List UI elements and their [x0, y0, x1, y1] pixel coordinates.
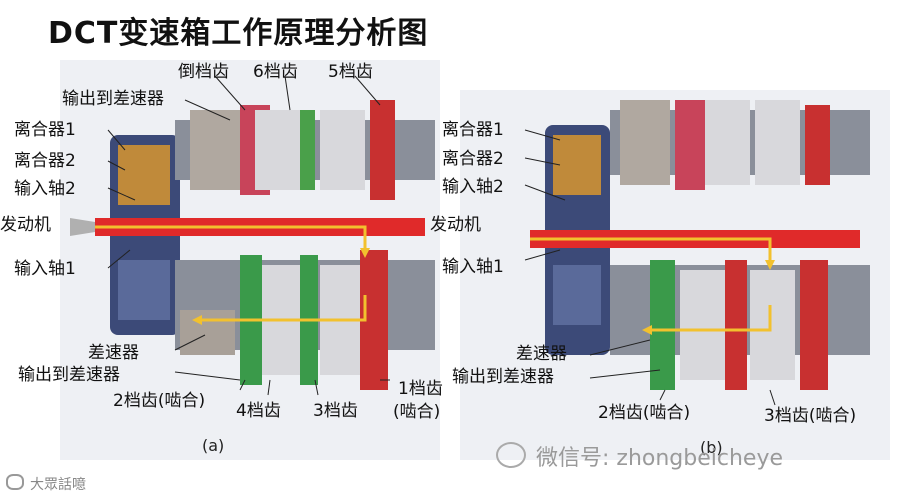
label-gear5-a: 5档齿: [328, 63, 373, 81]
label-input1-b: 输入轴1: [442, 258, 504, 276]
label-gear3-b: 3档齿(啮合): [764, 407, 856, 425]
label-gear2-b: 2档齿(啮合): [598, 404, 690, 422]
label-differential-b: 差速器: [516, 345, 567, 363]
site-logo-icon: [6, 474, 24, 490]
label-clutch1-a: 离合器1: [14, 121, 76, 139]
label-input2-b: 输入轴2: [442, 178, 504, 196]
label-gear2-a: 2档齿(啮合): [113, 392, 205, 410]
label-engine-a: 发动机: [0, 216, 51, 234]
label-reverse-gear-a: 倒档齿: [178, 63, 229, 81]
label-engine-b: 发动机: [430, 216, 481, 234]
label-input1-a: 输入轴1: [14, 260, 76, 278]
wechat-icon: [496, 442, 526, 468]
label-clutch2-b: 离合器2: [442, 150, 504, 168]
label-output-top-a: 输出到差速器: [62, 90, 164, 108]
label-output-bottom-b: 输出到差速器: [452, 368, 554, 386]
label-gear1-a: 1档齿: [398, 380, 443, 398]
label-differential-a: 差速器: [88, 344, 139, 362]
label-input2-a: 输入轴2: [14, 180, 76, 198]
page-title: DCT变速箱工作原理分析图: [48, 8, 428, 52]
label-output-bottom-a: 输出到差速器: [18, 366, 120, 384]
label-clutch2-a: 离合器2: [14, 152, 76, 170]
label-gear3-a: 3档齿: [313, 402, 358, 420]
label-gear4-a: 4档齿: [236, 402, 281, 420]
label-gear1-engaged-a: (啮合): [393, 403, 440, 421]
label-clutch1-b: 离合器1: [442, 121, 504, 139]
wechat-watermark: 微信号: zhongbeicheye: [536, 440, 783, 472]
caption-a: (a): [202, 436, 224, 455]
label-gear6-a: 6档齿: [253, 63, 298, 81]
site-logo-text: 大眾話噫: [30, 474, 86, 494]
